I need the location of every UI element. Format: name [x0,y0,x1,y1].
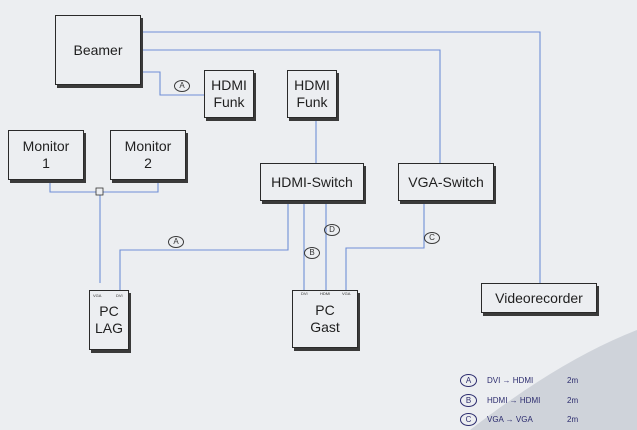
splitter-icon [95,187,104,196]
node-pc-lag: PC LAG [89,290,129,350]
cable-tag-c: C [424,232,440,244]
port-gast-hdmi: HDMI [320,291,331,296]
node-hdmi-funk-1: HDMI Funk [204,70,254,118]
line-monitors-split [49,180,159,193]
line-beamer-funk1 [140,71,204,96]
line-pc-lag-hdmi-switch [119,200,289,290]
port-lag-vga: VGA [93,293,102,298]
cable-tag-a-lag: A [168,236,184,248]
node-vga-switch: VGA-Switch [398,163,494,201]
node-videorecorder: Videorecorder [481,283,597,313]
node-hdmi-funk-2: HDMI Funk [287,70,337,118]
cable-tag-b: B [304,247,320,259]
node-monitor-1: Monitor 1 [8,130,84,180]
line-pc-gast-vga-switch [345,200,425,290]
port-lag-dvi: DVI [116,293,123,298]
node-hdmi-switch: HDMI-Switch [260,163,364,201]
line-beamer-videorecorder [140,31,541,283]
cable-tag-d: D [324,224,340,236]
connection-lines [49,31,541,290]
node-monitor-2: Monitor 2 [110,130,186,180]
port-gast-vga: VGA [342,291,351,296]
cable-tag-a-beamer: A [174,80,190,92]
line-beamer-vga-switch [140,49,441,163]
port-gast-dvi: DVI [301,291,308,296]
node-beamer: Beamer [55,15,141,85]
node-pc-gast: PC Gast [292,290,358,348]
